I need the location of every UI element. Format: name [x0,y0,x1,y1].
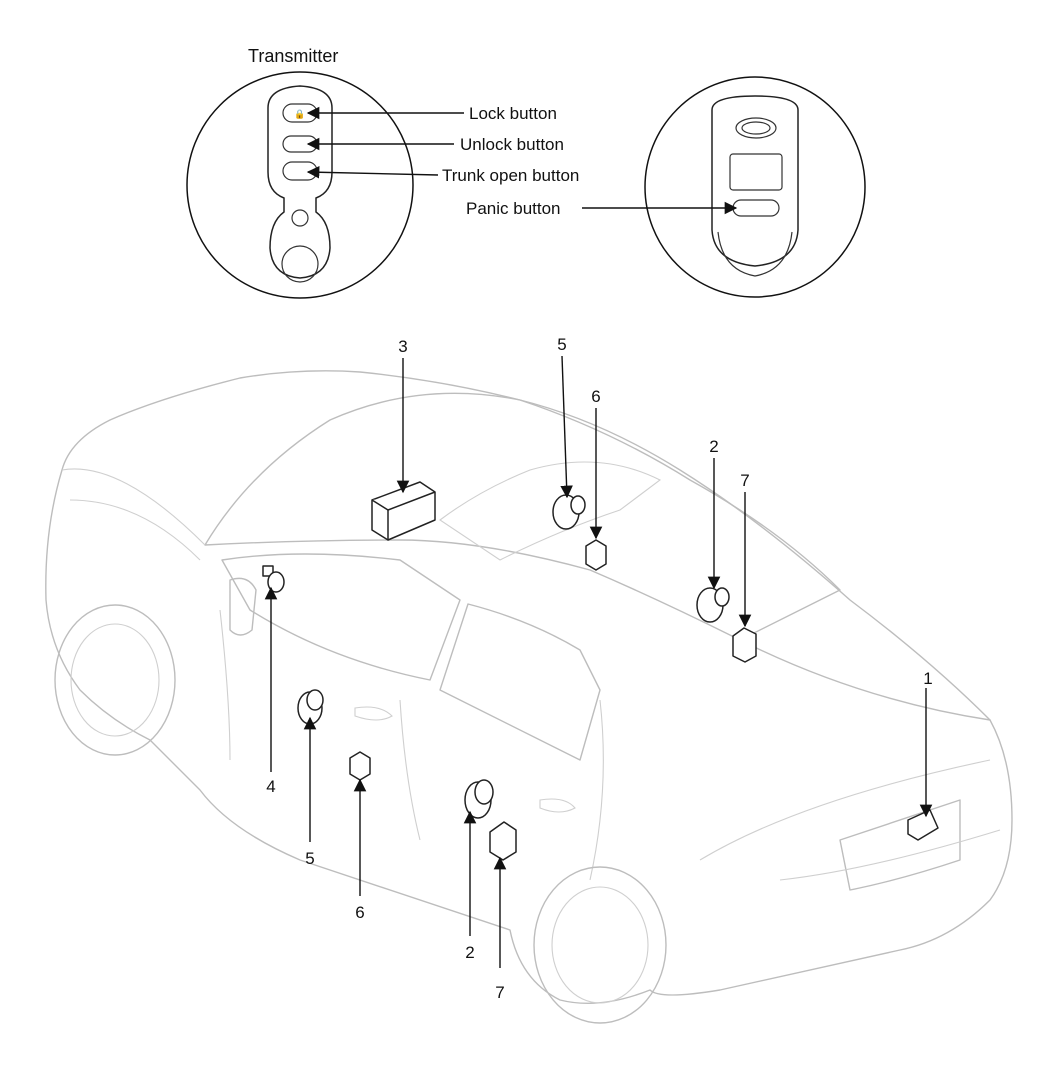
license-plate-area [839,799,961,891]
key-fob-front [267,85,333,279]
vehicle-outline [45,370,1013,1024]
front-wheel [54,604,176,756]
transmitter-front-inset: Transmitter 🔒 Lock button Unlock button … [186,46,579,299]
key-fob-back [711,95,799,267]
component-7-lower [489,821,517,861]
component-5-lower [297,689,324,725]
brand-logo-icon [735,117,777,139]
rear-wheel [533,866,667,1024]
svg-text:🔒: 🔒 [294,109,305,119]
component-2-upper [696,587,730,623]
component-5-upper [552,494,586,530]
component-6-lower [349,751,371,781]
unlock-button-label: Unlock button [460,135,564,154]
component-1-trunk [907,809,939,841]
transmitter-title: Transmitter [248,46,338,66]
callout-6-lower: 6 [355,903,364,922]
callout-2-lower: 2 [465,943,474,962]
transmitter-back-inset: Panic button [466,76,866,298]
callout-1: 1 [923,669,932,688]
component-6-upper [585,539,607,571]
trunk-open-button-label: Trunk open button [442,166,579,185]
callout-2-upper: 2 [709,437,718,456]
component-7-upper [732,627,757,663]
component-2-lower [464,779,494,819]
callout-7-upper: 7 [740,471,749,490]
callout-5-upper: 5 [557,335,566,354]
component-3-module [371,481,436,541]
lock-button-label: Lock button [469,104,557,123]
component-4 [262,565,285,593]
callout-5-lower: 5 [305,849,314,868]
panic-button-label: Panic button [466,199,561,218]
callout-6-upper: 6 [591,387,600,406]
callout-4: 4 [266,777,275,796]
callout-3: 3 [398,337,407,356]
callout-7-lower: 7 [495,983,504,1002]
